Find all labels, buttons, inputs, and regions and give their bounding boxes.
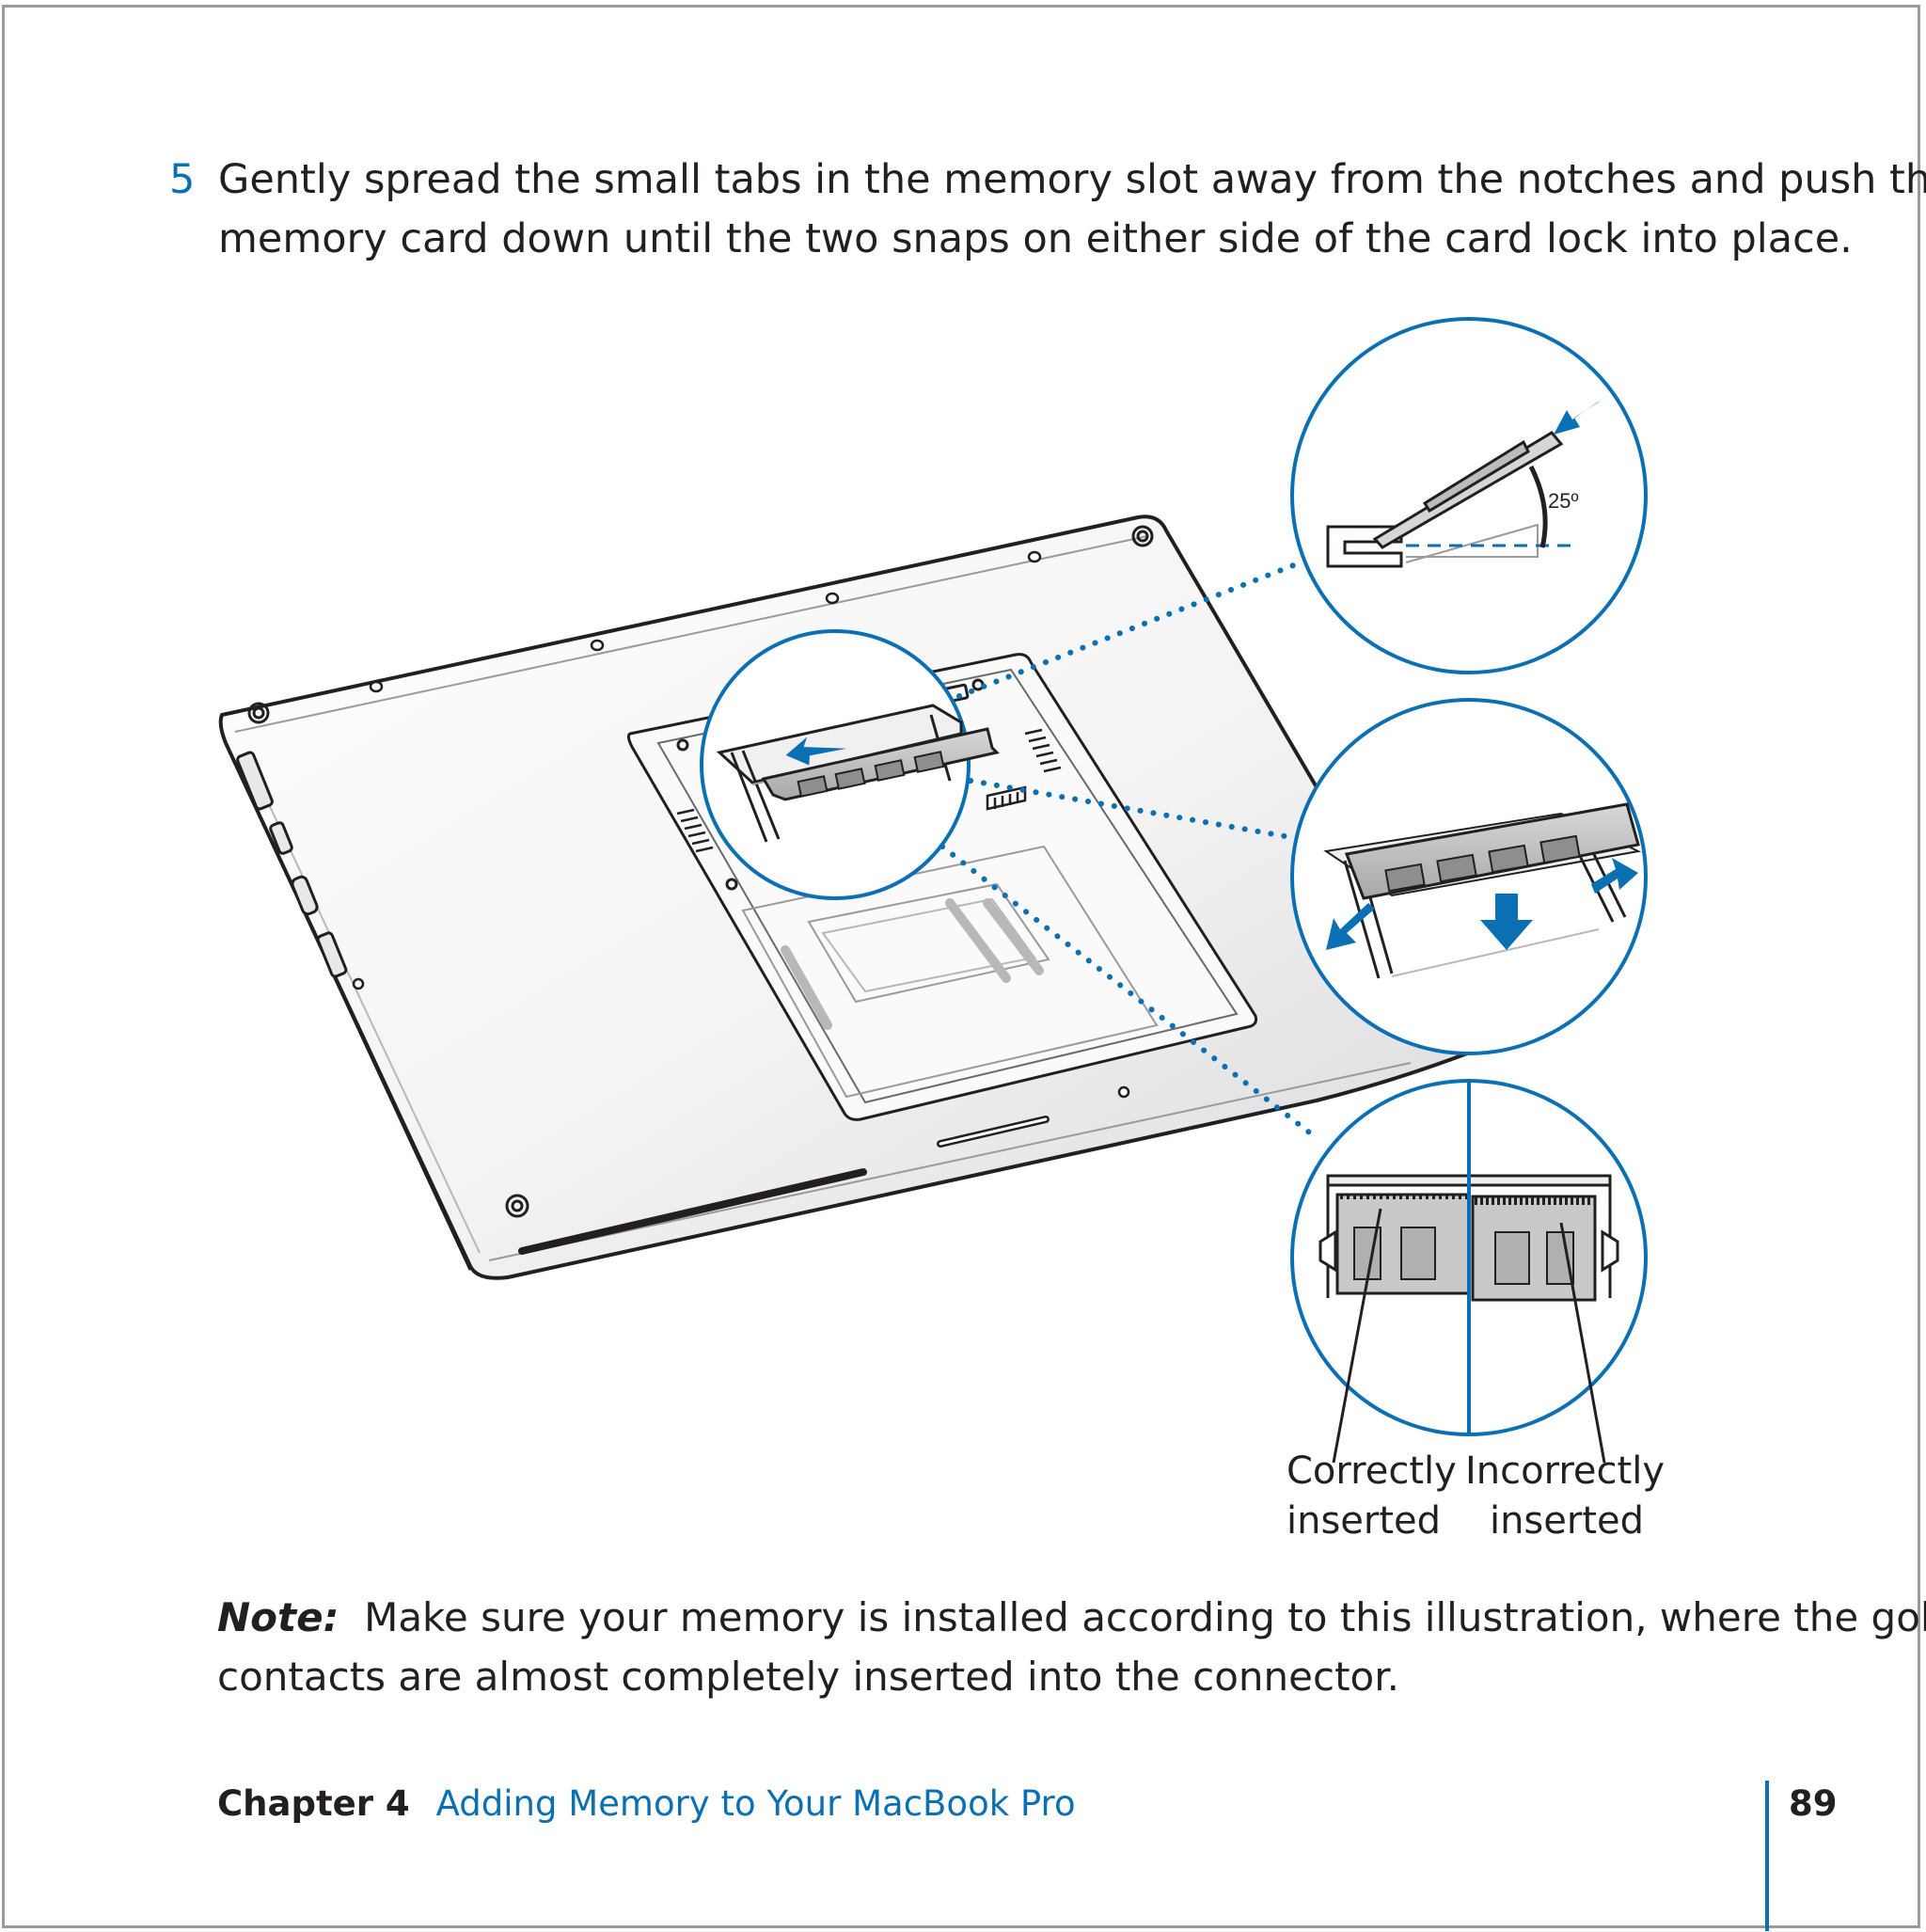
chapter-label: Chapter 4 bbox=[217, 1783, 410, 1824]
note-line-1: Note: Make sure your memory is installed… bbox=[217, 1588, 1926, 1647]
correctly-inserted-label: Correctly inserted bbox=[1287, 1449, 1457, 1543]
slot-zoom-circle bbox=[700, 629, 1000, 900]
page-number: 89 bbox=[1789, 1783, 1838, 1824]
insertion-compare-callout bbox=[1290, 1079, 1648, 1464]
step-text: Gently spread the small tabs in the memo… bbox=[218, 150, 1926, 269]
page-footer: Chapter 4 Adding Memory to Your MacBook P… bbox=[217, 1782, 1076, 1826]
push-down-callout bbox=[1290, 698, 1648, 1055]
chapter-title: Adding Memory to Your MacBook Pro bbox=[435, 1783, 1076, 1824]
note-label: Note: bbox=[217, 1594, 339, 1640]
page-frame bbox=[2, 5, 1920, 1928]
step-number: 5 bbox=[169, 156, 196, 203]
memory-installation-illustration: 25º bbox=[218, 317, 1648, 1464]
incorrectly-inserted-label: Incorrectly inserted bbox=[1465, 1449, 1665, 1543]
dotted-connectors bbox=[939, 562, 1319, 1141]
note-line-2: contacts are almost completely inserted … bbox=[217, 1654, 1400, 1700]
step-text-line-1: Gently spread the small tabs in the memo… bbox=[218, 156, 1926, 203]
page-number-rule bbox=[1765, 1781, 1769, 1931]
note-text-1: Make sure your memory is installed accor… bbox=[364, 1594, 1926, 1640]
note: Note: Make sure your memory is installed… bbox=[217, 1588, 1926, 1706]
step-text-line-2: memory card down until the two snaps on … bbox=[218, 215, 1853, 262]
angle-label: 25º bbox=[1548, 489, 1579, 513]
angle-callout: 25º bbox=[1290, 317, 1648, 674]
